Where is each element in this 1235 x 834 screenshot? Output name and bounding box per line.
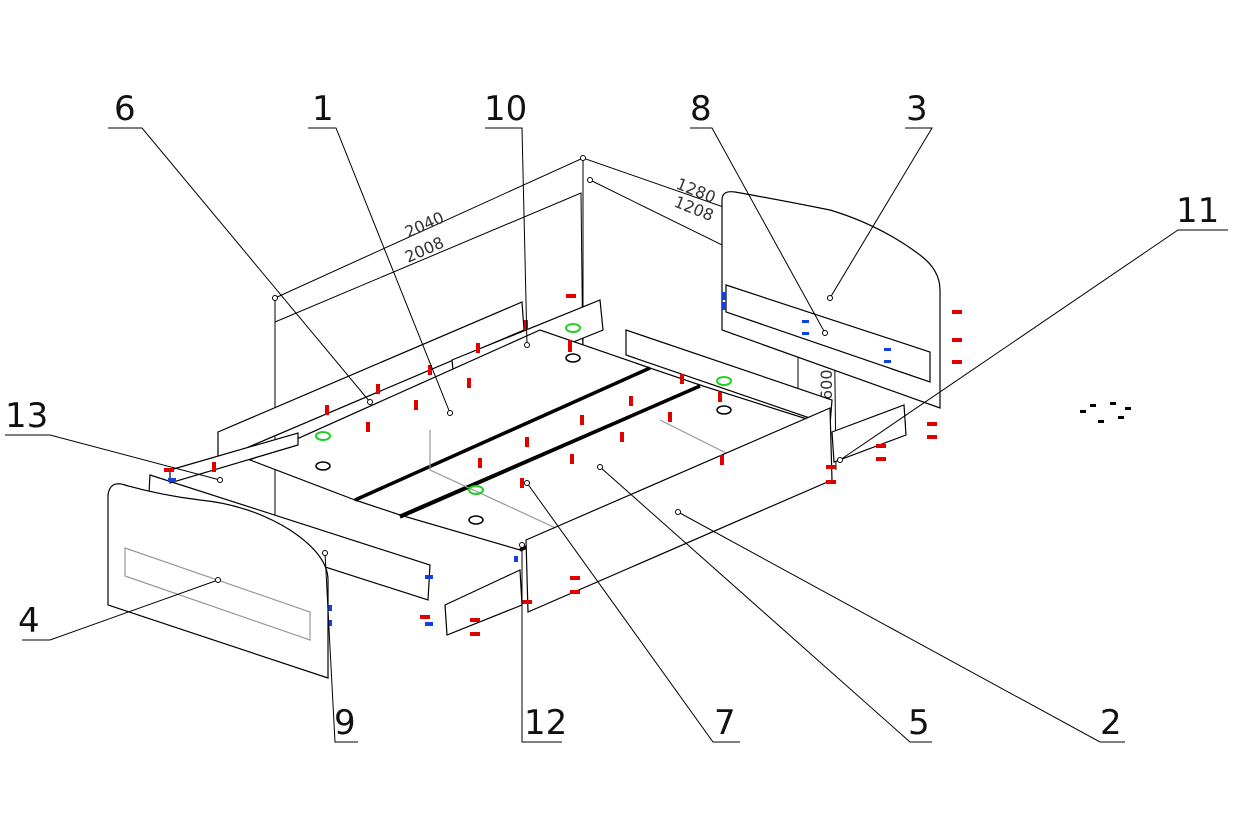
callout-4: 4 (18, 601, 40, 641)
callout-8: 8 (690, 89, 712, 129)
callout-1: 1 (312, 89, 334, 129)
callout-5: 5 (908, 703, 930, 743)
hardware-dowels (168, 292, 891, 626)
dimension-height: 600 (817, 369, 836, 400)
callout-11: 11 (1176, 191, 1219, 231)
callout-10: 10 (484, 89, 527, 129)
callout-9: 9 (334, 703, 356, 743)
hardware-legend-dots (1080, 402, 1131, 423)
hardware-cam-locks (315, 323, 732, 495)
callout-2: 2 (1100, 703, 1122, 743)
callout-13: 13 (5, 396, 48, 436)
callout-7: 7 (714, 703, 736, 743)
callout-points (215, 295, 843, 583)
callout-3: 3 (906, 89, 928, 129)
callout-12: 12 (524, 703, 567, 743)
cutout-holes (315, 353, 732, 525)
side-rail-end (444, 569, 523, 636)
callout-leaders (5, 127, 1228, 743)
hardware-confirmats (164, 294, 962, 636)
callout-6: 6 (114, 89, 136, 129)
